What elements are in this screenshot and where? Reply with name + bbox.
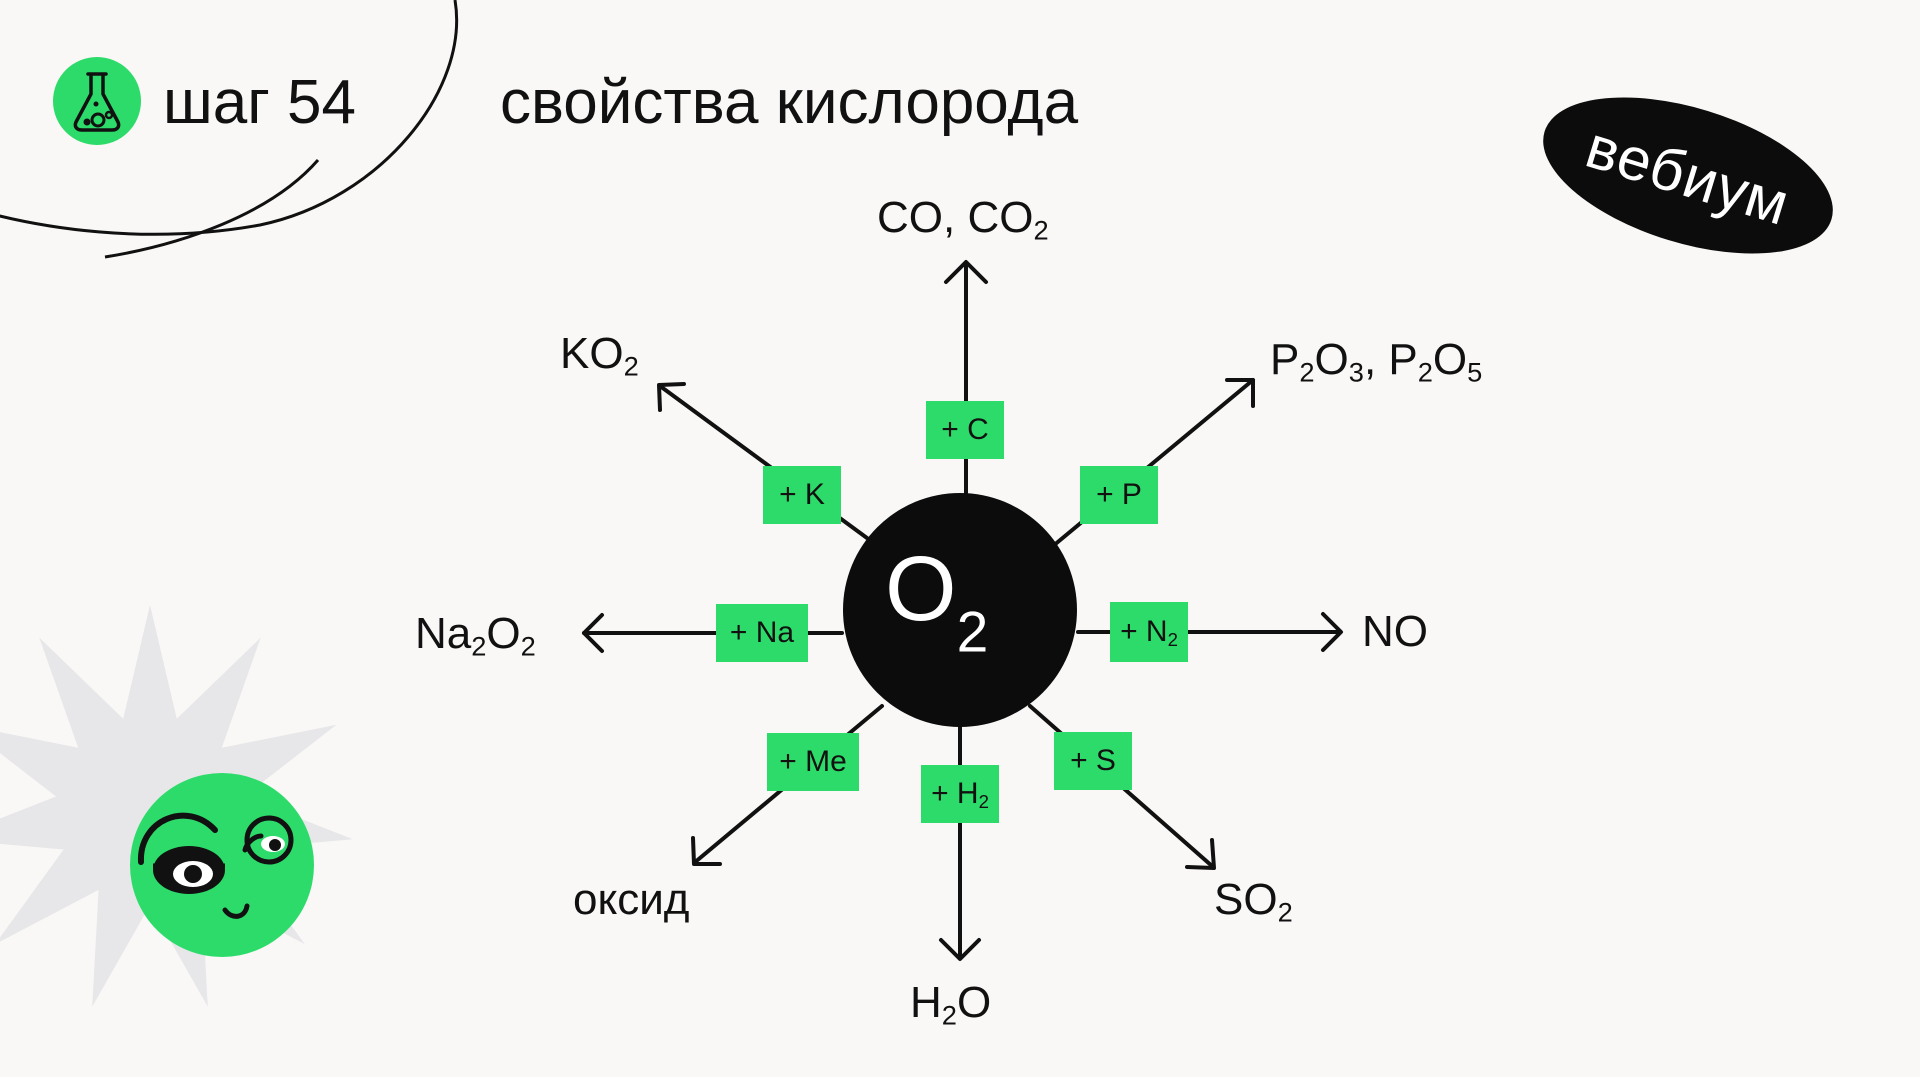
reagent-box-me: + Me [767,733,859,791]
reagent-box-c: + C [926,401,1004,459]
reagent-box-s: + S [1054,732,1132,790]
reagent-label-k: + K [779,478,825,511]
product-label-c: CO, CO2 [877,193,1049,246]
reagent-box-p: + P [1080,466,1158,524]
reagent-label-s: + S [1070,744,1116,777]
product-label-s: SO2 [1214,875,1293,928]
oxygen-node [843,493,1077,727]
product-label-na: Na2O2 [415,609,536,662]
step-label: шаг 54 [163,68,357,137]
product-label-h2: H2O [910,978,992,1031]
mascot-face-icon [130,773,314,957]
reagent-label-me: + Me [779,745,847,778]
reagent-label-n2: + N2 [1120,615,1178,651]
reagent-box-n2: + N2 [1110,602,1188,662]
reagent-label-h2: + H2 [931,777,989,813]
reagent-box-k: + K [763,466,841,524]
reagent-label-na: + Na [729,616,795,649]
product-label-me: оксид [573,875,690,924]
product-label-n2: NO [1362,607,1428,656]
flask-icon [53,57,141,145]
reagent-box-na: + Na [716,604,808,662]
oxygen-subscript: 2 [956,600,989,665]
oxygen-symbol: O [885,538,957,640]
reagent-box-h2: + H2 [921,765,999,823]
product-label-k: KO2 [560,329,639,382]
reagent-label-p: + P [1096,478,1142,511]
product-label-p: P2O3, P2O5 [1270,335,1483,388]
reagent-label-c: + C [941,413,989,446]
oxygen-formula: O2 [885,543,988,661]
page-title: свойства кислорода [500,68,1079,137]
